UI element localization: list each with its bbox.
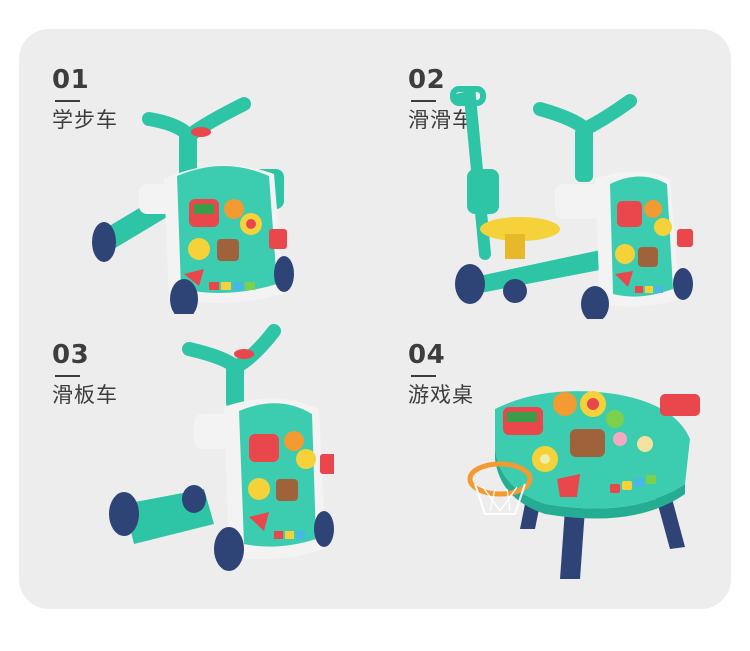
divider: [55, 100, 80, 102]
mode-label: 03 滑板车: [52, 341, 118, 408]
mode-name: 滑滑车: [408, 108, 474, 132]
divider: [411, 100, 436, 102]
activity-table-mode-image: [465, 379, 705, 599]
mode-number: 04: [408, 340, 446, 370]
mode-number: 02: [408, 65, 446, 95]
mode-name: 学步车: [52, 108, 118, 132]
mode-card-walker: 01 学步车: [19, 29, 375, 319]
divider: [411, 375, 436, 377]
divider: [55, 375, 80, 377]
mode-card-ride-on: 02 滑滑车: [375, 29, 731, 319]
mode-number: 03: [52, 340, 90, 370]
ride-on-mode-image: [445, 79, 695, 319]
mode-name: 滑板车: [52, 383, 118, 407]
mode-card-activity-table: 04 游戏桌: [375, 319, 731, 609]
scooter-mode-image: [94, 319, 334, 579]
modes-panel: 01 学步车: [19, 29, 731, 609]
mode-name: 游戏桌: [408, 383, 474, 407]
walker-mode-image: [69, 64, 309, 314]
mode-label: 02 滑滑车: [408, 66, 474, 133]
mode-card-scooter: 03 滑板车: [19, 319, 375, 609]
mode-label: 01 学步车: [52, 66, 118, 133]
mode-label: 04 游戏桌: [408, 341, 474, 408]
mode-number: 01: [52, 65, 90, 95]
